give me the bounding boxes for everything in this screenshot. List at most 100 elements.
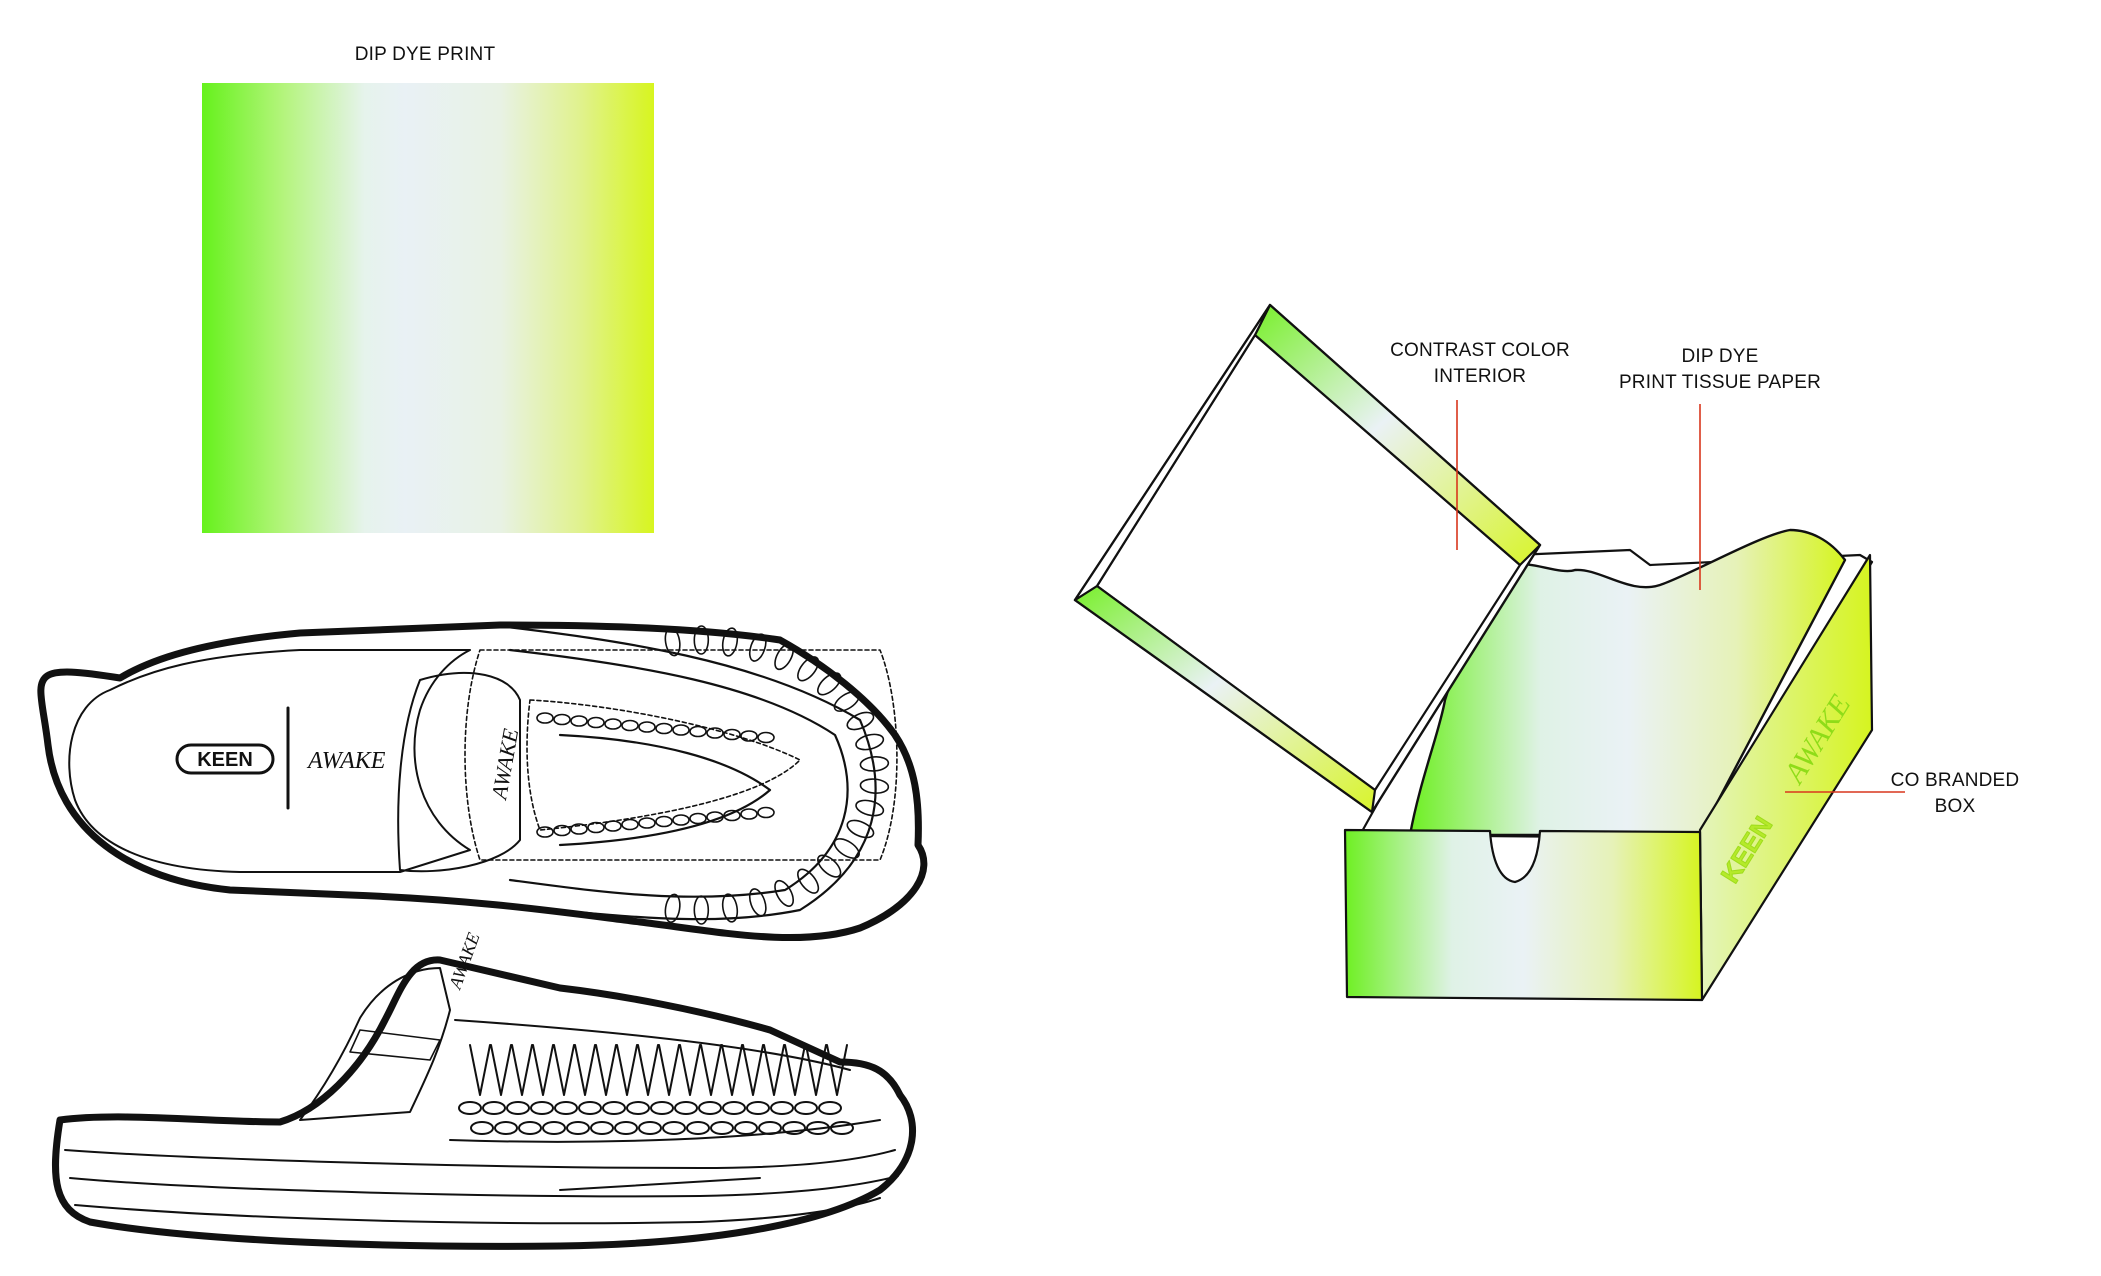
shoe-side-heel-panel xyxy=(299,967,451,1121)
cord-bead xyxy=(554,1101,578,1115)
cord-bead xyxy=(734,1121,758,1135)
cord-bead xyxy=(482,1101,506,1115)
shoe-top-footbed xyxy=(68,649,471,873)
cord-loop xyxy=(859,756,890,772)
callout-tissue-line1: DIP DYE xyxy=(1681,346,1759,367)
cord-bead xyxy=(614,1121,638,1135)
cord-bead xyxy=(655,815,673,828)
cord-bead xyxy=(672,724,690,736)
cord-bead xyxy=(587,821,605,834)
cord-loop xyxy=(855,733,885,751)
cord-bead xyxy=(553,824,571,837)
cord-bead xyxy=(706,811,724,823)
cord-bead xyxy=(621,719,639,732)
box-lid-left-edge xyxy=(1073,303,1272,602)
cord-bead xyxy=(689,812,707,825)
cord-zigzag xyxy=(742,1044,764,1096)
woven-cords-side xyxy=(449,1019,881,1143)
cord-bead xyxy=(570,715,588,727)
cord-bead xyxy=(723,728,741,741)
cord-bead xyxy=(553,713,571,726)
cord-bead xyxy=(650,1101,674,1115)
cord-bead xyxy=(794,1101,818,1115)
cord-loop xyxy=(797,868,820,894)
cord-zigzag xyxy=(679,1044,701,1096)
cord-bead xyxy=(518,1121,542,1135)
cord-zigzag xyxy=(595,1044,617,1096)
cord-zigzag xyxy=(805,1044,827,1096)
cord-bead xyxy=(706,727,724,739)
woven-cord-loops-top xyxy=(536,625,890,925)
cord-loop xyxy=(774,643,795,671)
cord-bead xyxy=(740,808,758,820)
keen-logo-top: KEEN xyxy=(197,749,253,771)
cord-bead xyxy=(590,1121,614,1135)
cord-bead xyxy=(674,1101,698,1115)
shoe-side-back-tab xyxy=(349,1029,441,1061)
cord-zigzag xyxy=(553,1044,575,1096)
cord-zigzag xyxy=(511,1044,533,1096)
callout-box-line1: CO BRANDED xyxy=(1890,770,2020,791)
cord-zigzag xyxy=(490,1044,512,1096)
callout-tissue-line2: PRINT TISSUE PAPER xyxy=(1618,372,1822,393)
cord-bead xyxy=(470,1121,494,1135)
cord-loop xyxy=(693,625,710,655)
cord-zigzag xyxy=(700,1044,722,1096)
cord-bead xyxy=(638,721,656,733)
cord-bead xyxy=(621,818,639,831)
cord-loop xyxy=(859,778,890,794)
cord-rope xyxy=(449,1119,881,1143)
callout-contrast-line2: INTERIOR xyxy=(1433,366,1527,387)
cord-loop xyxy=(846,711,875,731)
woven-cords-top xyxy=(488,623,877,921)
cord-loop xyxy=(748,888,767,917)
callout-branded-box: CO BRANDED BOX xyxy=(1855,768,2055,820)
box-front-panel xyxy=(1343,828,1704,1002)
shoe-top-toe-panel xyxy=(526,699,801,831)
shoe-top-upper-panel xyxy=(464,649,898,861)
cord-bead xyxy=(770,1101,794,1115)
cord-bead xyxy=(638,1121,662,1135)
cord-zigzag xyxy=(784,1044,806,1096)
cord-zigzag xyxy=(721,1044,743,1096)
callout-contrast-interior: CONTRAST COLOR INTERIOR xyxy=(1330,338,1630,390)
cord-loop xyxy=(721,627,739,657)
swatch-title: DIP DYE PRINT xyxy=(354,44,496,65)
cord-bead xyxy=(818,1101,842,1115)
cord-zigzag xyxy=(574,1044,596,1096)
cord-bead xyxy=(506,1101,530,1115)
callout-leaders xyxy=(1456,400,1905,793)
dip-dye-swatch xyxy=(202,83,654,533)
shoe-side-view: AWAKE xyxy=(52,930,916,1250)
cord-loop xyxy=(748,633,767,662)
cord-bead xyxy=(536,712,554,724)
cord-zigzag xyxy=(763,1044,785,1096)
cord-loop xyxy=(797,656,820,682)
cord-bead xyxy=(672,814,690,826)
cord-loop xyxy=(817,672,842,696)
awake-logo-top: AWAKE xyxy=(306,748,386,774)
cord-bead xyxy=(655,722,673,735)
cord-bead xyxy=(494,1121,518,1135)
cord-bead xyxy=(723,809,741,822)
cord-zigzag xyxy=(532,1044,554,1096)
cord-zigzag xyxy=(637,1044,659,1096)
cord-bead xyxy=(587,716,605,729)
cord-loop xyxy=(693,895,710,925)
cord-bead xyxy=(782,1121,806,1135)
cord-zigzag xyxy=(826,1044,848,1096)
cord-bead xyxy=(578,1101,602,1115)
shoe-top-strap xyxy=(397,672,521,873)
cord-bead xyxy=(626,1101,650,1115)
cord-loop xyxy=(664,627,681,657)
callout-box-line2: BOX xyxy=(1934,796,1976,817)
cord-bead xyxy=(570,823,588,835)
cord-bead xyxy=(604,820,622,832)
cord-bead xyxy=(757,806,775,819)
callout-tissue-paper: DIP DYE PRINT TISSUE PAPER xyxy=(1585,344,1855,396)
cord-bead xyxy=(722,1101,746,1115)
cord-bead xyxy=(746,1101,770,1115)
shoe-side-sole-lines xyxy=(64,1149,899,1225)
